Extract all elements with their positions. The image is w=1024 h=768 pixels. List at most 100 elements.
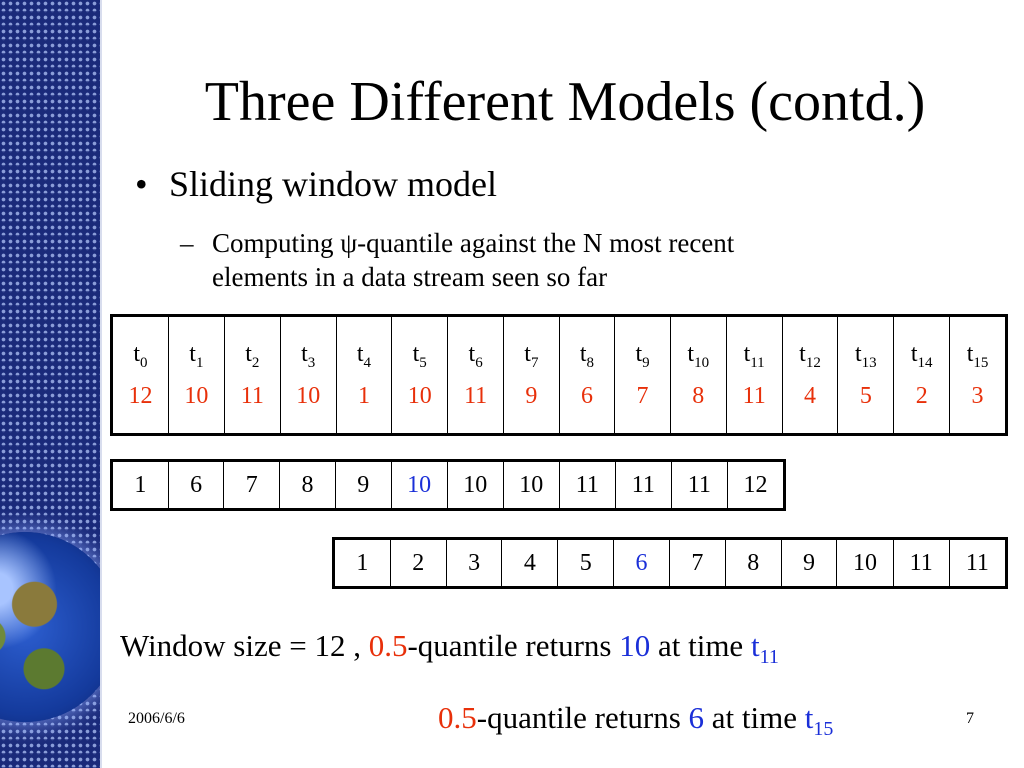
sorted-cell: 8	[279, 460, 336, 510]
bullet-sliding-window: • Sliding window model	[135, 162, 497, 206]
time-prefix: t	[799, 341, 806, 367]
stream-value: 5	[859, 383, 872, 409]
caption-1-prefix: Window size = 12 ,	[120, 628, 369, 663]
sub-bullet-dash: –	[180, 228, 194, 258]
stream-time-label: t3	[281, 333, 336, 375]
time-index: 0	[140, 354, 148, 371]
time-prefix: t	[855, 341, 862, 367]
time-prefix: t	[635, 341, 643, 367]
stream-value: 12	[128, 383, 153, 409]
time-prefix: t	[412, 341, 420, 367]
sorted-cell: 12	[726, 460, 786, 510]
caption-2-quantile: 0.5	[438, 700, 477, 735]
page-number: 7	[966, 710, 974, 727]
sorted-cell: 9	[780, 538, 838, 588]
time-index: 7	[530, 354, 539, 371]
caption-line-2: 0.5-quantile returns 6 at time t15	[438, 698, 833, 749]
stream-value: 10	[296, 383, 321, 409]
time-index: 14	[917, 354, 933, 371]
sorted-cell: 1	[333, 538, 391, 588]
sorted-cell: 11	[670, 460, 728, 510]
stream-cell: t3 10	[279, 315, 337, 435]
time-prefix: t	[579, 341, 587, 367]
sorted-cell: 10	[836, 538, 894, 588]
bullet-text: Sliding window model	[169, 164, 498, 204]
time-index: 8	[586, 354, 595, 371]
sorted-cell: 11	[892, 538, 950, 588]
sidebar-divider	[100, 0, 102, 768]
stream-time-label: t13	[838, 333, 893, 375]
time-prefix: t	[245, 341, 252, 367]
time-index: 4	[363, 354, 372, 371]
stream-value: 2	[915, 383, 928, 409]
time-prefix: t	[356, 341, 364, 367]
time-index: 12	[805, 354, 821, 371]
sorted-cell: 5	[557, 538, 615, 588]
time-index: 10	[694, 354, 710, 371]
caption-2-suffix: at time	[704, 700, 805, 735]
stream-time-label: t8	[560, 333, 615, 375]
stream-time-label: t12	[783, 333, 838, 375]
time-index: 1	[195, 354, 204, 371]
time-prefix: t	[468, 341, 476, 367]
caption-1-suffix: at time	[650, 628, 751, 663]
stream-value: 10	[184, 383, 209, 409]
time-prefix: t	[910, 341, 918, 367]
stream-time-label: t11	[727, 333, 782, 375]
stream-time-label: t5	[392, 333, 447, 375]
time-index: 15	[973, 354, 989, 371]
sub-bullet-line-1: Computing ψ-quantile against the N most …	[212, 228, 735, 258]
bullet-mark: •	[135, 164, 148, 204]
sorted-cell: 11	[614, 460, 672, 510]
sorted-cell: 8	[724, 538, 782, 588]
stream-cell: t8 6	[558, 315, 616, 435]
decorative-sidebar	[0, 0, 100, 768]
caption-2-middle: -quantile returns	[476, 700, 689, 735]
stream-cell: t1 10	[167, 315, 225, 435]
stream-value: 8	[692, 383, 705, 409]
stream-time-label: t9	[615, 333, 670, 375]
stream-value: 11	[742, 383, 766, 409]
caption-2-result: 6	[688, 700, 705, 735]
caption-1-time-sub: 11	[759, 646, 779, 669]
caption-line-1: Window size = 12 , 0.5-quantile returns …	[120, 626, 779, 677]
sub-bullet: – Computing ψ-quantile against the N mos…	[180, 226, 960, 294]
footer-date: 2006/6/6	[128, 710, 185, 727]
caption-2-time-letter: t	[804, 700, 814, 735]
stream-time-label: t2	[225, 333, 280, 375]
caption-1-result: 10	[619, 628, 651, 663]
caption-1-time: t11	[750, 628, 779, 668]
caption-2-time: t15	[804, 700, 834, 740]
caption-1-time-letter: t	[750, 628, 760, 663]
caption-1-middle: -quantile returns	[407, 628, 620, 663]
sub-bullet-line-2: elements in a data stream seen so far	[212, 262, 608, 292]
sorted-cell: 7	[223, 460, 281, 510]
time-index: 9	[642, 354, 650, 371]
time-prefix: t	[301, 341, 308, 367]
sorted-cell: 1	[111, 460, 169, 510]
stream-time-label: t15	[950, 333, 1005, 375]
stream-time-label: t4	[337, 333, 392, 375]
stream-time-label: t7	[504, 333, 559, 375]
slide-title: Three Different Models (contd.)	[204, 71, 926, 133]
sorted-cell: 6	[613, 538, 670, 588]
stream-value: 10	[407, 383, 432, 409]
time-index: 13	[861, 354, 877, 371]
stream-value: 6	[580, 383, 593, 409]
stream-time-label: t1	[169, 333, 224, 375]
sorted-cell: 9	[334, 460, 392, 510]
sorted-cell: 6	[167, 460, 225, 510]
caption-1-quantile: 0.5	[368, 628, 408, 663]
